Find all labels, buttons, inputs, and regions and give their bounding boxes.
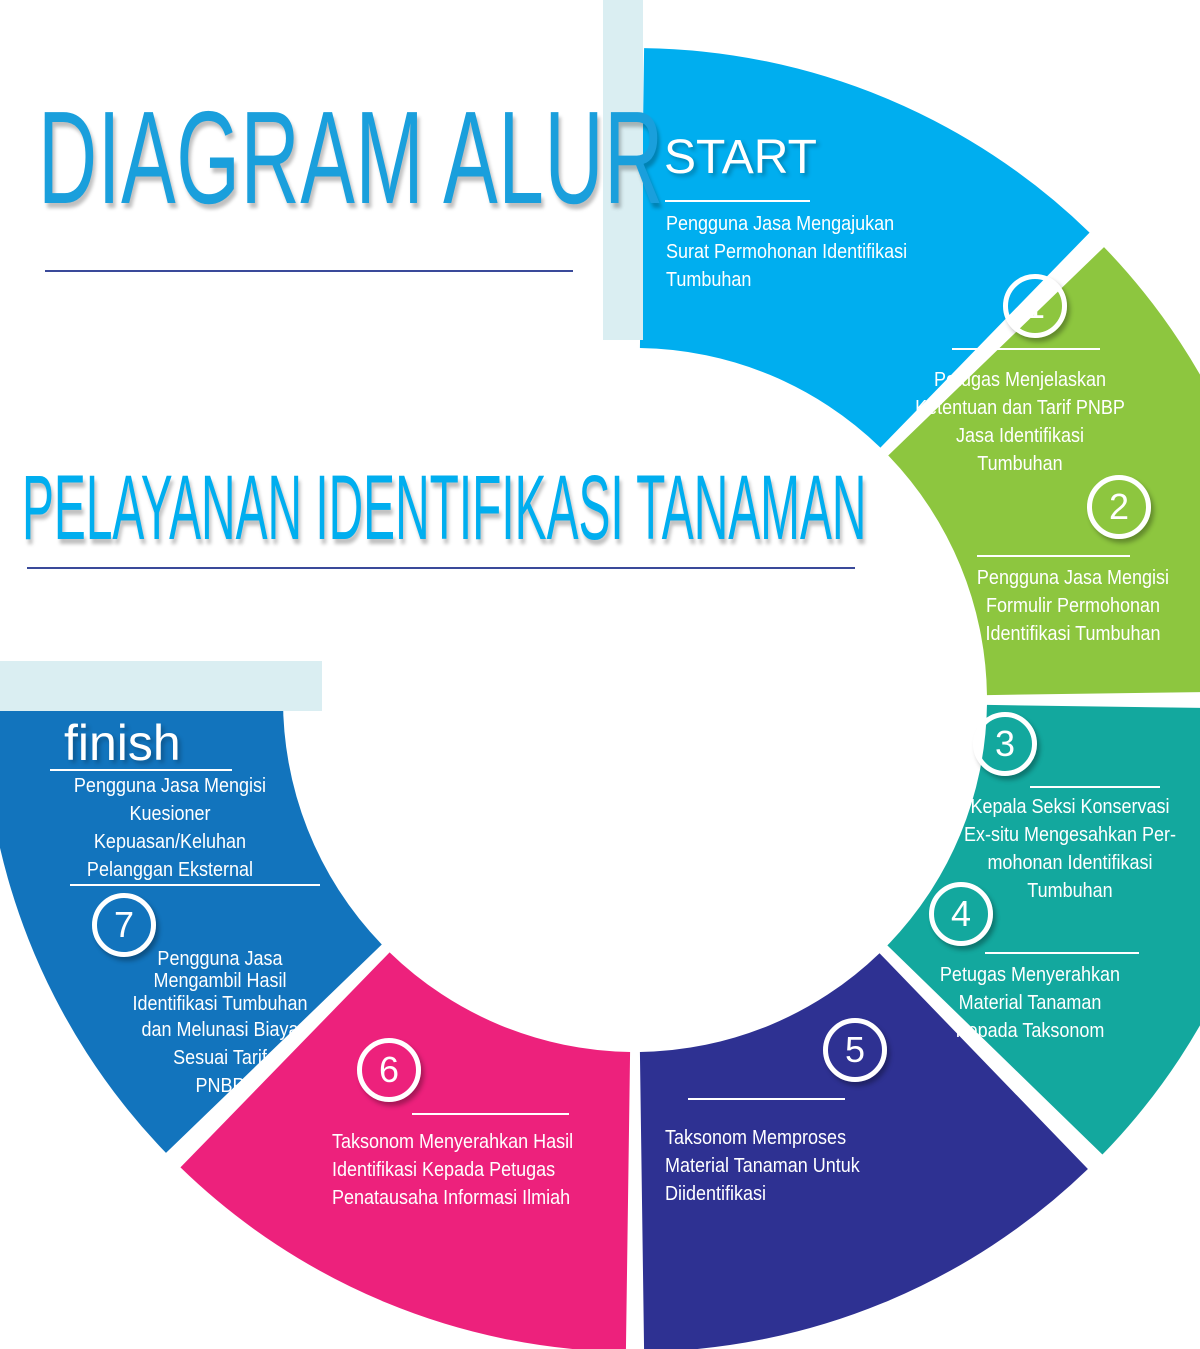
step-2-badge: 2: [1087, 475, 1151, 539]
step-3-badge: 3: [973, 712, 1037, 776]
step-6-text: Taksonom Menyerahkan Hasil Identifikasi …: [332, 1128, 600, 1212]
segment-step-6: [180, 952, 631, 1349]
text-line: Jasa Identifikasi: [955, 425, 1085, 447]
text-line: Ex-situ Mengesahkan Per-: [963, 824, 1177, 846]
segment-start: [639, 48, 1090, 448]
title-divider: [45, 270, 573, 272]
finish-label: finish: [64, 715, 181, 771]
step-6-badge: 6: [357, 1038, 421, 1102]
step-5-text: Taksonom Memproses Material Tanaman Untu…: [665, 1124, 881, 1208]
step-4-badge: 4: [929, 882, 993, 946]
start-label: START: [664, 131, 817, 184]
segment-step-7-finish: [0, 688, 382, 1153]
text-line: Identifikasi Tumbuhan: [985, 623, 1161, 645]
start-tab-bar: [603, 0, 643, 340]
step-7-badge: 7: [92, 893, 156, 957]
page-subtitle: PELAYANAN IDENTIFIKASI TANAMAN: [22, 457, 867, 559]
text-line: Kuesioner: [129, 803, 211, 825]
finish-text: Pengguna Jasa Mengisi Kuesioner Kepuasan…: [50, 772, 290, 884]
text-line: Material Tanaman: [958, 992, 1102, 1014]
text-line: Formulir Permohonan: [985, 595, 1161, 617]
text-line: Taksonom Memproses: [665, 1127, 847, 1149]
step-7-text: Pengguna Jasa Mengambil Hasil Identifika…: [100, 948, 340, 1100]
step-3-text: Kepala Seksi Konservasi Ex-situ Mengesah…: [950, 793, 1190, 905]
text-line: Sesuai Tarif: [173, 1047, 267, 1069]
text-line: Tumbuhan: [1027, 880, 1113, 902]
text-line: Petugas Menyerahkan: [939, 964, 1121, 986]
text-line: Kepada Taksonom: [955, 1020, 1105, 1042]
text-line: Surat Permohonan Identifikasi: [666, 241, 908, 263]
subtitle-divider: [27, 567, 855, 569]
text-line: Tumbuhan: [666, 269, 752, 291]
text-line: Tumbuhan: [977, 453, 1063, 475]
step-1-divider: [952, 348, 1100, 350]
text-line: Diidentifikasi: [665, 1183, 767, 1205]
text-line: Pelanggan Eksternal: [86, 859, 254, 881]
step-1-badge: 1: [1003, 274, 1067, 338]
text-line: dan Melunasi Biaya: [141, 1019, 299, 1041]
start-text: Pengguna Jasa Mengajukan Surat Permohona…: [666, 210, 934, 294]
text-line: Kepuasan/Keluhan: [93, 831, 247, 853]
segment-step-5: [639, 953, 1088, 1349]
step-1-text: Petugas Menjelaskan Ketentuan dan Tarif …: [900, 366, 1140, 478]
start-divider: [665, 200, 810, 202]
text-line: Petugas Menjelaskan: [933, 369, 1107, 391]
text-line: mohonan Identifikasi: [987, 852, 1153, 874]
step-5-divider: [688, 1098, 845, 1100]
step-4-divider: [985, 952, 1139, 954]
step-5-badge: 5: [823, 1018, 887, 1082]
finish-divider: [50, 769, 232, 771]
text-line: Kepala Seksi Konservasi: [970, 796, 1170, 818]
step-6-divider: [412, 1113, 569, 1115]
text-line: Pengguna Jasa: [157, 948, 283, 970]
text-line: Identifikasi Kepada Petugas: [332, 1159, 556, 1181]
text-line: Ketentuan dan Tarif PNBP: [915, 397, 1125, 419]
text-line: Pengguna Jasa Mengajukan: [666, 213, 895, 235]
text-line: Taksonom Menyerahkan Hasil: [332, 1131, 574, 1153]
step-4-text: Petugas Menyerahkan Material Tanaman Kep…: [910, 961, 1150, 1045]
text-line: Material Tanaman Untuk: [665, 1155, 860, 1177]
text-line: Identifikasi Tumbuhan: [132, 993, 308, 1015]
segment-steps-3-4: [887, 704, 1200, 1155]
text-line: Pengguna Jasa Mengisi: [976, 567, 1170, 589]
text-line: Penatausaha Informasi Ilmiah: [332, 1187, 571, 1209]
finish-tab-bar: [0, 661, 322, 711]
step-2-divider: [977, 555, 1130, 557]
finish-step7-divider: [70, 884, 320, 886]
step-2-text: Pengguna Jasa Mengisi Formulir Permohona…: [955, 564, 1191, 648]
text-line: PNBP: [195, 1075, 245, 1097]
text-line: Pengguna Jasa Mengisi: [73, 775, 267, 797]
segment-steps-1-2: [888, 247, 1200, 696]
text-line: Mengambil Hasil: [153, 970, 287, 992]
step-3-divider: [1030, 786, 1160, 788]
page-title: DIAGRAM ALUR: [38, 84, 664, 231]
